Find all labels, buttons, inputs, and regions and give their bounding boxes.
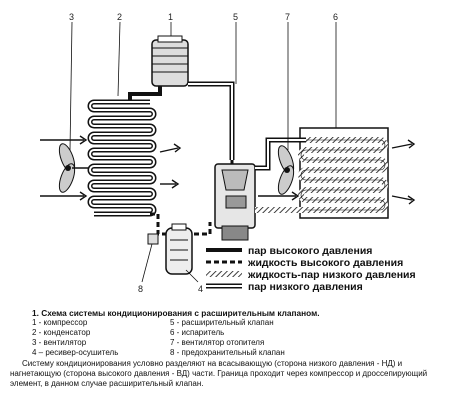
callout-2: 2 bbox=[117, 12, 122, 22]
parts-list: 1 - компрессор 5 - расширительный клапан… bbox=[32, 318, 446, 358]
parts-list-item: 2 - конденсатор bbox=[32, 328, 91, 337]
parts-list-item: 3 - вентилятор bbox=[32, 338, 87, 347]
callout-4: 4 bbox=[198, 284, 203, 294]
parts-list-item: 6 - испаритель bbox=[170, 328, 225, 337]
legend-label-high-pressure-liquid: жидкость высокого давления bbox=[247, 257, 403, 269]
caption-note: Систему кондиционирования условно раздел… bbox=[10, 359, 428, 388]
callout-3: 3 bbox=[69, 12, 74, 22]
legend-label-low-pressure-vapor: пар низкого давления bbox=[248, 281, 363, 293]
receiver-drier bbox=[165, 223, 193, 275]
parts-list-item: 5 - расширительный клапан bbox=[170, 318, 274, 327]
caption-title: 1. Схема системы кондиционирования с рас… bbox=[32, 308, 320, 318]
compressor bbox=[151, 35, 189, 87]
callout-1: 1 bbox=[168, 12, 173, 22]
legend: пар высокого давления жидкость высокого … bbox=[206, 245, 416, 293]
caption: 1. Схема системы кондиционирования с рас… bbox=[10, 308, 446, 389]
parts-list-item: 8 - предохранительный клапан bbox=[170, 348, 285, 357]
parts-list-item: 7 - вентилятор отопителя bbox=[170, 338, 265, 347]
callout-8: 8 bbox=[138, 284, 143, 294]
parts-list-item: 4 – ресивер-осушитель bbox=[32, 348, 119, 357]
callout-5: 5 bbox=[233, 12, 238, 22]
air-flow-arrows bbox=[40, 135, 416, 205]
ac-system-diagram: 1 2 3 4 5 6 7 8 пар высокого давления жи… bbox=[40, 12, 416, 294]
heater-fan bbox=[277, 145, 295, 195]
legend-label-high-pressure-vapor: пар высокого давления bbox=[248, 245, 372, 257]
callout-7: 7 bbox=[285, 12, 290, 22]
callout-6: 6 bbox=[333, 12, 338, 22]
expansion-valve bbox=[214, 160, 256, 241]
parts-list-item: 1 - компрессор bbox=[32, 318, 88, 327]
callout-leaders bbox=[69, 21, 337, 283]
legend-label-low-pressure-liquid-vapor: жидкость-пар низкого давления bbox=[247, 269, 416, 281]
relief-valve bbox=[147, 233, 159, 245]
evaporator bbox=[298, 127, 389, 219]
line-suction bbox=[188, 81, 235, 160]
line-high-pressure-vapor bbox=[128, 86, 162, 100]
condenser-fan bbox=[58, 143, 88, 193]
condenser bbox=[87, 96, 157, 224]
